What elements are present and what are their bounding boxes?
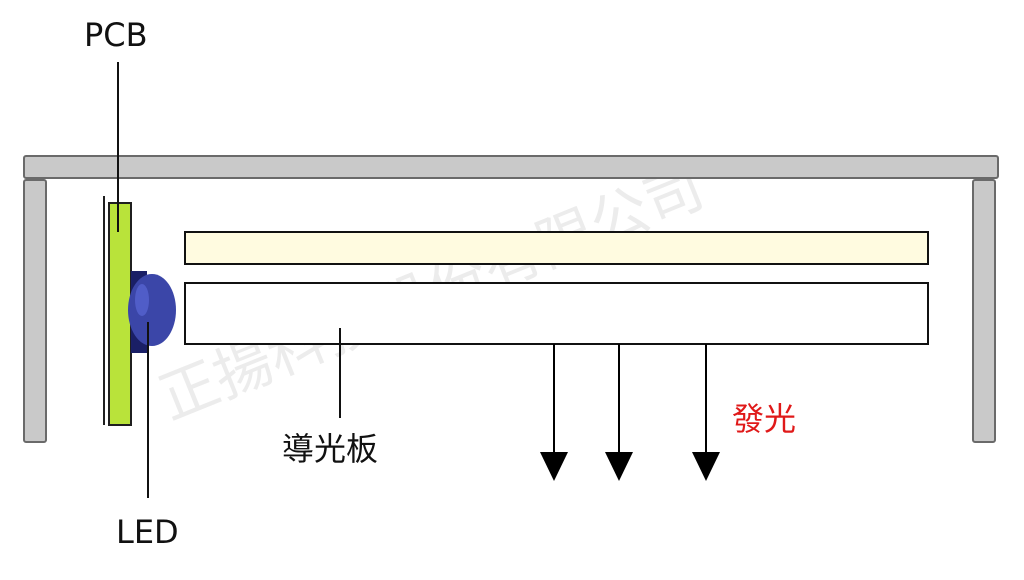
led-component [128, 271, 176, 353]
top-plate [184, 231, 929, 265]
led-label: LED [116, 513, 179, 551]
led-dome [128, 274, 176, 346]
pcb-board [108, 202, 132, 426]
light-guide-plate-label: 導光板 [282, 430, 378, 468]
light-guide-plate [184, 282, 929, 345]
light-emission-label: 發光 [732, 400, 796, 438]
down-arrow-icon [605, 344, 633, 481]
frame-right-leg [972, 179, 996, 443]
down-arrow-icon [540, 344, 568, 481]
frame-left-leg [23, 179, 47, 443]
down-arrow-icon [692, 344, 720, 481]
emission-arrows [540, 344, 720, 481]
pcb-label: PCB [84, 16, 148, 54]
led-highlight [135, 284, 149, 316]
frame-top-bar [23, 155, 999, 179]
